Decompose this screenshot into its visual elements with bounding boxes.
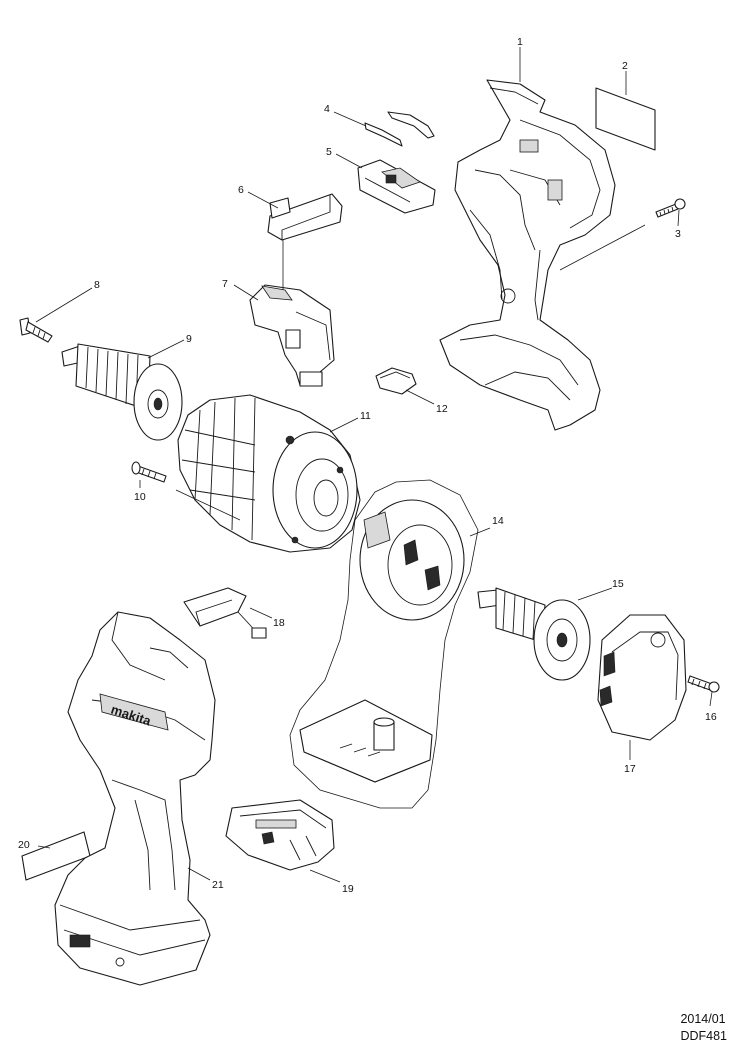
callout-3: 3	[675, 228, 681, 240]
callout-1: 1	[517, 36, 523, 48]
part-bolt-8	[19, 317, 53, 343]
part-screw-10	[131, 461, 167, 483]
footer-date: 2014/01	[680, 1012, 726, 1026]
callout-18: 18	[273, 617, 285, 629]
part-housing-left-21: makita	[54, 611, 216, 986]
part-rotor-15	[477, 587, 591, 681]
part-cap-12	[375, 367, 417, 395]
callout-9: 9	[186, 333, 192, 345]
part-lever-6	[267, 193, 343, 241]
callout-6: 6	[238, 184, 244, 196]
callout-14: 14	[492, 515, 504, 527]
callout-8: 8	[94, 279, 100, 291]
part-housing-right	[439, 79, 616, 431]
part-gear-assembly-11	[177, 394, 361, 553]
part-spring-4	[364, 111, 435, 147]
callout-19: 19	[342, 883, 354, 895]
callout-4: 4	[324, 103, 330, 115]
callout-17: 17	[624, 763, 636, 775]
part-screw-3	[655, 198, 686, 218]
callout-11: 11	[360, 410, 371, 422]
part-chuck-9	[61, 343, 183, 441]
callout-5: 5	[326, 146, 332, 158]
part-switch-5	[357, 159, 436, 214]
callout-20: 20	[18, 839, 30, 851]
part-rear-cover-17	[597, 614, 687, 741]
footer-info: 2014/01 DDF481	[680, 1011, 727, 1045]
callout-labels: 1 2 3 4 5 6 7 8 9 10 11 12 14 15 16 17 1…	[18, 36, 717, 895]
part-motor-group-14	[289, 479, 479, 809]
callout-21: 21	[212, 879, 224, 891]
leader-lines	[35, 47, 713, 883]
footer-model: DDF481	[680, 1029, 727, 1043]
part-switch-7	[249, 284, 335, 387]
callout-16: 16	[705, 711, 717, 723]
part-label-2	[595, 87, 656, 151]
part-screw-16	[687, 675, 720, 693]
part-battery-terminal-19	[225, 799, 335, 871]
callout-10: 10	[134, 491, 146, 503]
callout-15: 15	[612, 578, 624, 590]
callout-7: 7	[222, 278, 228, 290]
part-terminal-18	[183, 587, 267, 639]
callout-12: 12	[436, 403, 448, 415]
callout-2: 2	[622, 60, 628, 72]
